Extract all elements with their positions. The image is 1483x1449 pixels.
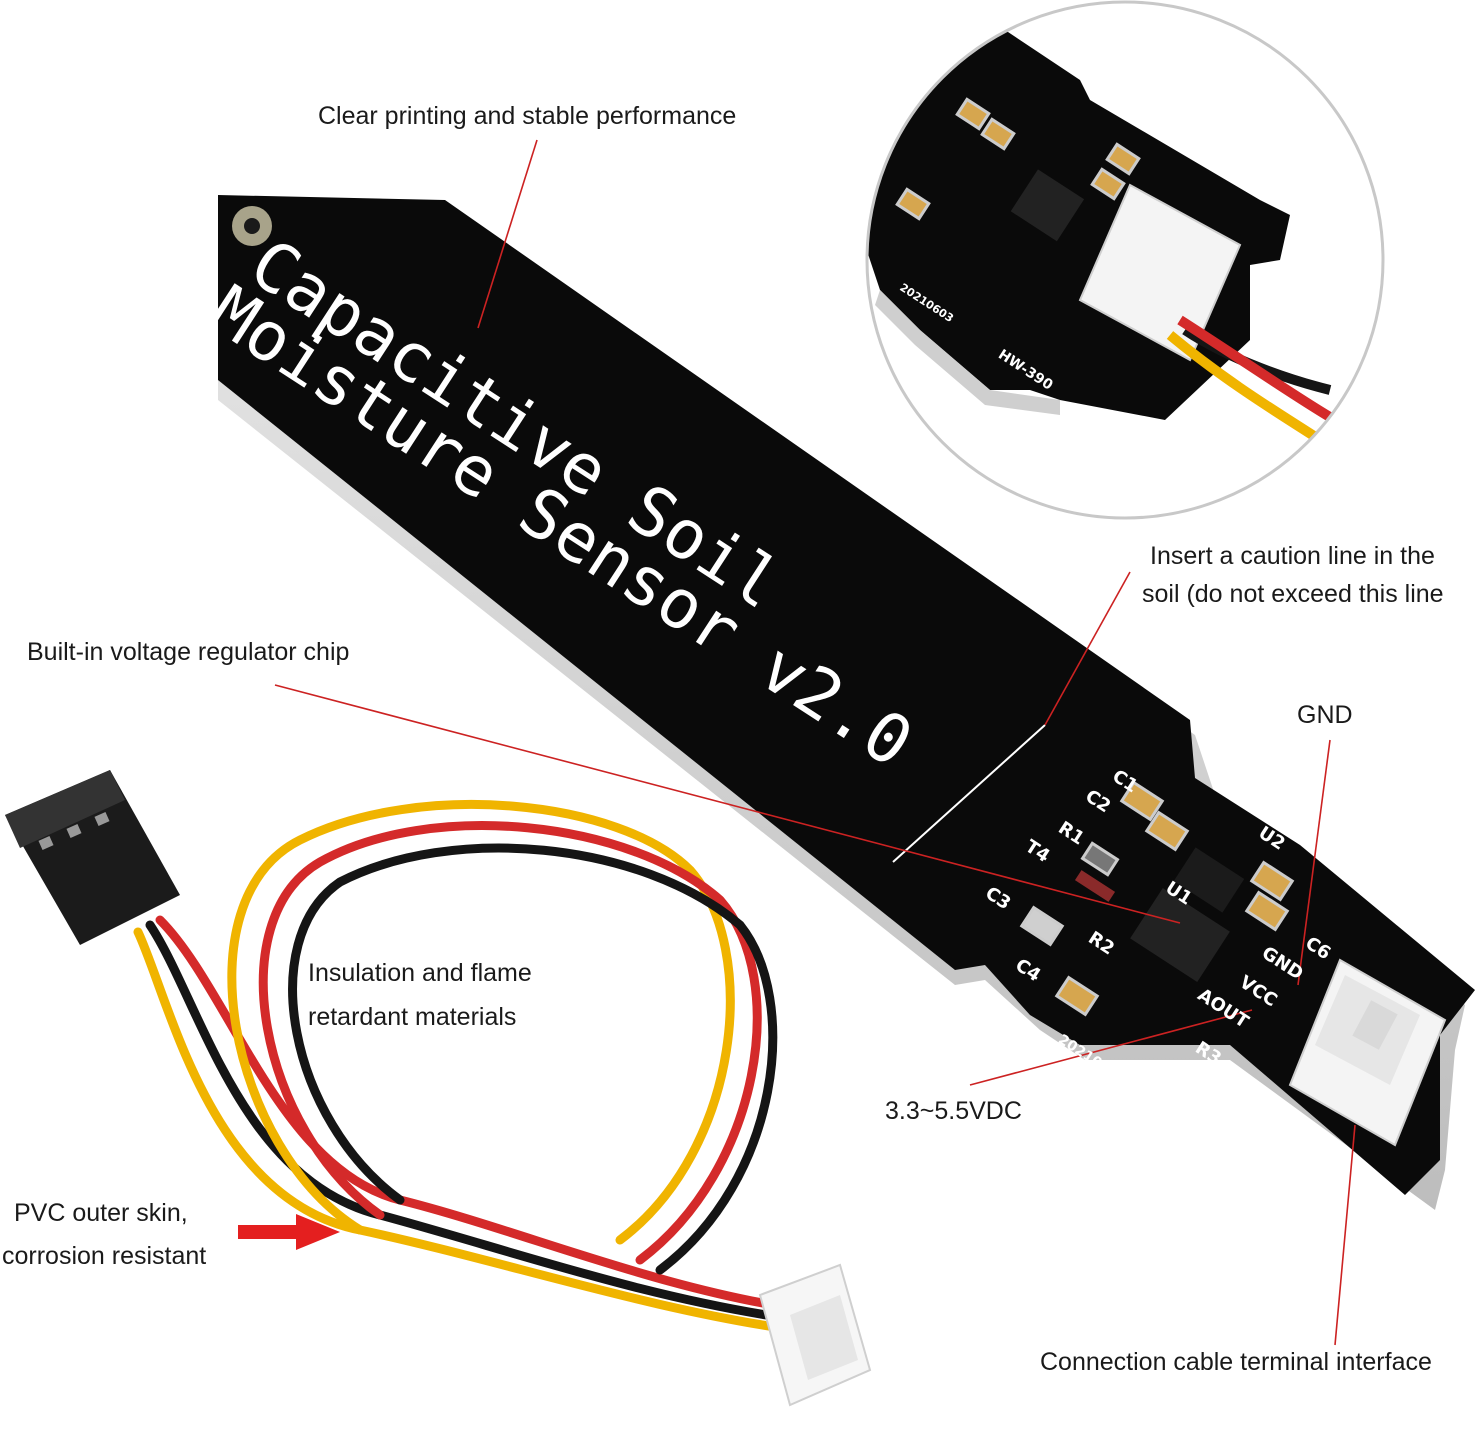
cable-end-connector	[758, 1263, 872, 1407]
board-connector	[1288, 958, 1447, 1147]
caption-pvc-line1: PVC outer skin,	[14, 1199, 188, 1227]
caption-voltage: 3.3~5.5VDC	[885, 1097, 1022, 1125]
leader-connector	[1334, 1124, 1356, 1346]
caution-line	[892, 724, 1046, 863]
caption-gnd: GND	[1297, 701, 1353, 729]
caption-insulation-line2: retardant materials	[308, 1003, 517, 1031]
caption-caution-line1: Insert a caution line in the	[1150, 542, 1435, 570]
caption-clear-printing: Clear printing and stable performance	[318, 102, 737, 130]
sensor-board	[218, 195, 1475, 1210]
caption-insulation-line1: Insulation and flame	[308, 959, 532, 987]
leader-voltage	[969, 1009, 1253, 1086]
caption-caution-line2: soil (do not exceed this line	[1142, 580, 1444, 608]
regulator-chip	[1130, 888, 1230, 982]
leader-regulator	[274, 684, 1181, 924]
zoom-inset	[865, 0, 1385, 520]
caption-regulator: Built-in voltage regulator chip	[27, 638, 350, 666]
leader-lines	[274, 139, 1356, 1346]
dupont-connector	[5, 770, 180, 945]
board-components	[1019, 780, 1295, 1017]
caption-connector: Connection cable terminal interface	[1040, 1348, 1432, 1376]
leader-printing	[477, 139, 538, 329]
red-arrow-icon	[238, 1214, 340, 1250]
caption-pvc-line2: corrosion resistant	[2, 1242, 207, 1270]
jumper-cable	[133, 800, 810, 1335]
leader-gnd	[1297, 739, 1331, 986]
leader-caution	[1044, 571, 1131, 726]
